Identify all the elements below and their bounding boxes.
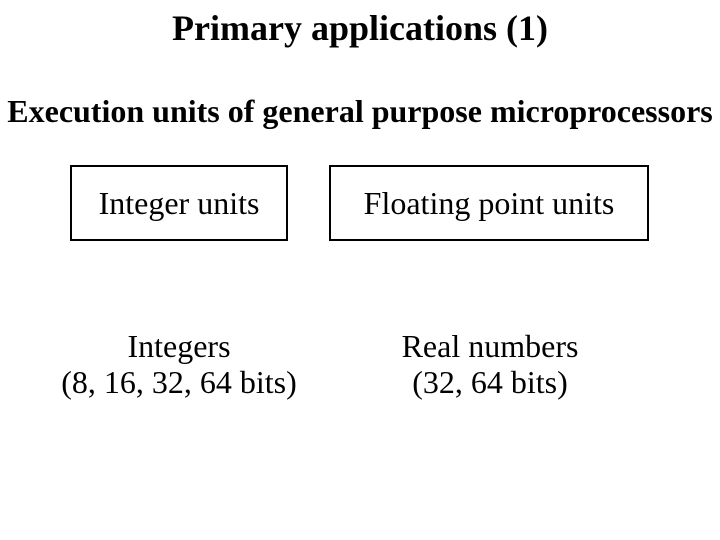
slide-title: Primary applications (1): [172, 8, 548, 48]
slide-heading: Execution units of general purpose micro…: [7, 93, 713, 129]
real-numbers-note: Real numbers (32, 64 bits): [340, 328, 640, 400]
floating-point-units-box-label: Floating point units: [363, 185, 615, 221]
floating-point-units-box: Floating point units: [329, 165, 649, 241]
integer-units-box-label: Integer units: [98, 185, 260, 221]
integer-note: Integers (8, 16, 32, 64 bits): [29, 328, 329, 400]
integer-note-line1: Integers: [127, 328, 231, 364]
real-numbers-note-line2: (32, 64 bits): [412, 364, 568, 400]
real-numbers-note-line1: Real numbers: [401, 328, 579, 364]
integer-note-line2: (8, 16, 32, 64 bits): [61, 364, 297, 400]
integer-units-box: Integer units: [70, 165, 288, 241]
